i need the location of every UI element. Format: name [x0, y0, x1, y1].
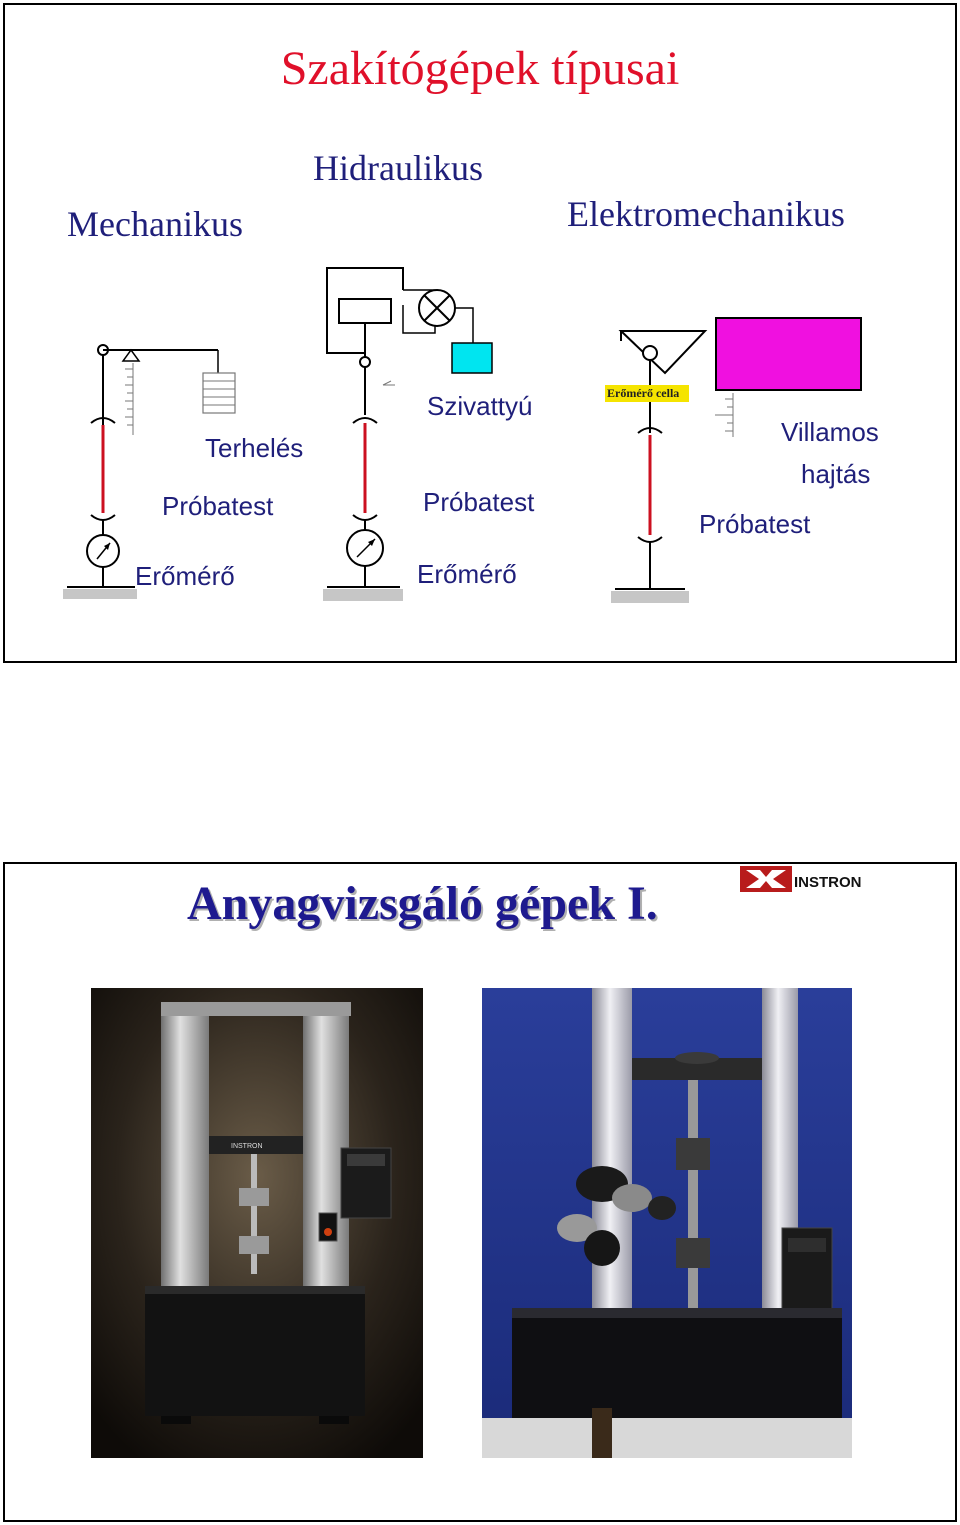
hydraulic-diagram — [323, 267, 493, 601]
load-weight-stack — [202, 372, 236, 414]
ground-hatch — [611, 591, 689, 603]
label-load-cell: Erőmérő cella — [607, 386, 680, 400]
machine-diagrams — [63, 267, 862, 603]
mechanical-diagram — [63, 344, 236, 599]
label-electric-drive-line2: hajtás — [801, 459, 871, 489]
mechanical-force-gauge — [86, 534, 120, 568]
pump-box — [451, 342, 493, 374]
ground-hatch — [323, 589, 403, 601]
type-heading-hydraulic: Hidraulikus — [313, 148, 483, 188]
type-heading-mechanical: Mechanikus — [67, 204, 243, 244]
slide-title: Anyagvizsgáló gépek I. — [187, 877, 658, 930]
photo-testing-machine-1: INSTRON — [91, 988, 423, 1458]
slide-machine-types: Szakítógépek típusai Mechanikus Hidrauli… — [3, 3, 957, 663]
label-force-gauge-mechanical: Erőmérő — [135, 561, 235, 591]
label-electric-drive-line1: Villamos — [781, 417, 879, 447]
mechanical-scale — [125, 363, 134, 435]
label-force-gauge-hydraulic: Erőmérő — [417, 559, 517, 589]
electromechanical-diagram — [605, 317, 862, 603]
type-heading-electromechanical: Elektromechanikus — [567, 194, 845, 234]
electric-drive-box — [715, 317, 862, 391]
photo-testing-machine-2 — [482, 988, 852, 1458]
crosshead — [632, 1058, 762, 1080]
label-pump: Szivattyú — [427, 391, 533, 421]
slide-testing-machines: Anyagvizsgáló gépek I. INSTRON INSTRON — [3, 862, 957, 1522]
ground-hatch — [63, 589, 137, 599]
slide-title: Szakítógépek típusai — [280, 42, 680, 95]
label-specimen-hydraulic: Próbatest — [423, 487, 535, 517]
hydraulic-force-gauge — [346, 529, 384, 567]
load-cell-label-bg — [605, 385, 689, 402]
nameplate-text: INSTRON — [231, 1143, 263, 1150]
label-specimen-electromechanical: Próbatest — [699, 509, 811, 539]
label-specimen-mechanical: Próbatest — [162, 491, 274, 521]
crosshead — [209, 1136, 303, 1154]
logo-text: INSTRON — [794, 874, 862, 891]
machine-base — [145, 1286, 365, 1416]
machine-base — [512, 1308, 842, 1418]
instron-logo: INSTRON — [740, 866, 862, 892]
pump-valve-symbol — [418, 289, 456, 327]
label-load: Terhelés — [205, 433, 304, 463]
